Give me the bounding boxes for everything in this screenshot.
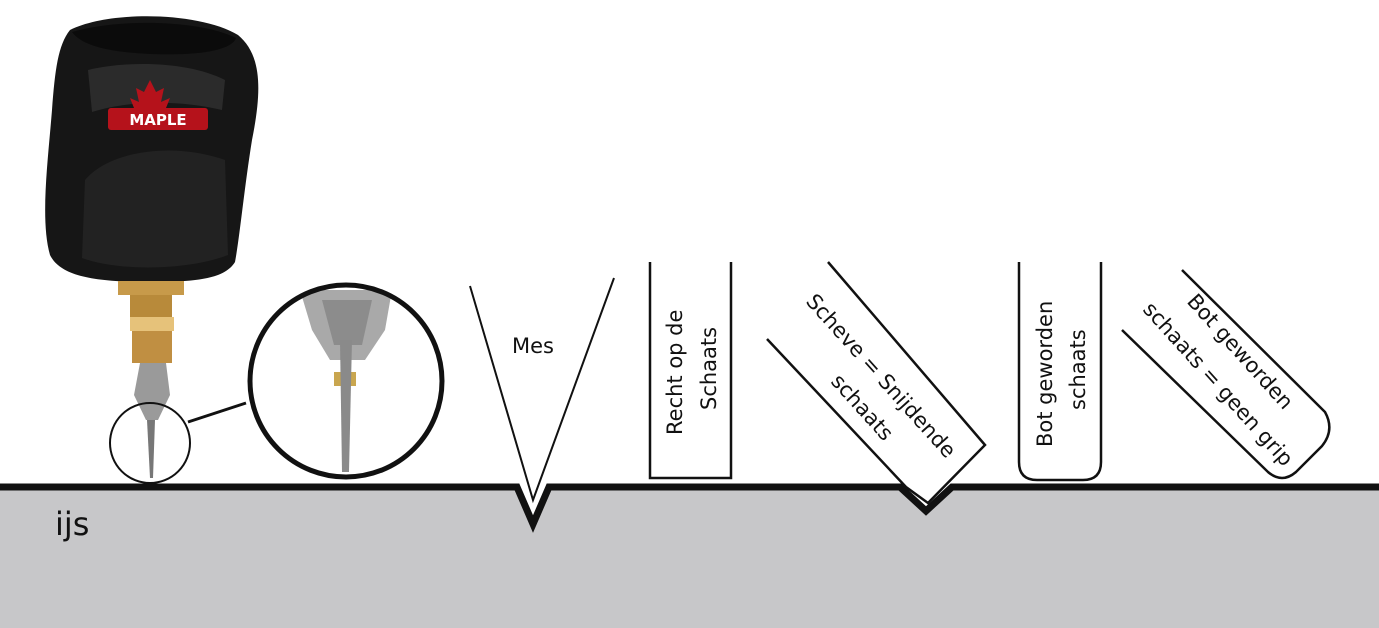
zoom-holder-shade	[322, 300, 372, 345]
boot-cuff	[72, 22, 236, 55]
ice-label: ijs	[55, 505, 89, 543]
dull-outline	[1017, 262, 1103, 482]
boot-shine	[88, 64, 225, 112]
zoom-content	[250, 285, 442, 477]
blade-holder	[134, 363, 170, 420]
logo-plate	[108, 108, 208, 130]
straight-label-line2: Schaats	[697, 327, 721, 410]
ice-surface: ijs	[0, 483, 1379, 628]
boot-mesh	[82, 150, 228, 268]
logo-text: MAPLE	[129, 111, 186, 129]
dull-tilted-outline	[1121, 269, 1331, 480]
blade-knife: Mes	[469, 277, 615, 504]
skate-illustration: MAPLE	[45, 16, 445, 484]
detail-circle-small	[109, 402, 191, 484]
straight-label-line1: Recht op de	[663, 310, 687, 435]
stem-upper	[130, 295, 172, 317]
zoom-blade	[340, 340, 352, 472]
blade-tilted: Scheve = Snijdende schaats	[766, 261, 987, 505]
knife-outline	[469, 277, 615, 504]
dull-label-line1: Bot geworden	[1033, 301, 1057, 447]
straight-outline	[648, 262, 733, 480]
dull-label-line2: schaats	[1066, 329, 1090, 410]
tilted-outline	[766, 261, 987, 505]
detail-circle-large	[247, 282, 445, 480]
ice-area	[0, 487, 1379, 628]
blade-tip	[147, 420, 155, 478]
knife-label: Mes	[512, 334, 554, 358]
ice-surface-line	[0, 483, 1379, 533]
stem-ring	[118, 281, 184, 295]
blade-dull: Bot geworden schaats	[1017, 262, 1103, 482]
maple-leaf-icon	[130, 80, 170, 116]
stem-lower	[132, 331, 172, 363]
zoom-connector	[187, 401, 247, 424]
stem-collar	[130, 317, 174, 331]
blade-straight: Recht op de Schaats	[648, 262, 733, 480]
blade-dull-tilted: Bot geworden schaats = geen grip	[1121, 269, 1331, 480]
